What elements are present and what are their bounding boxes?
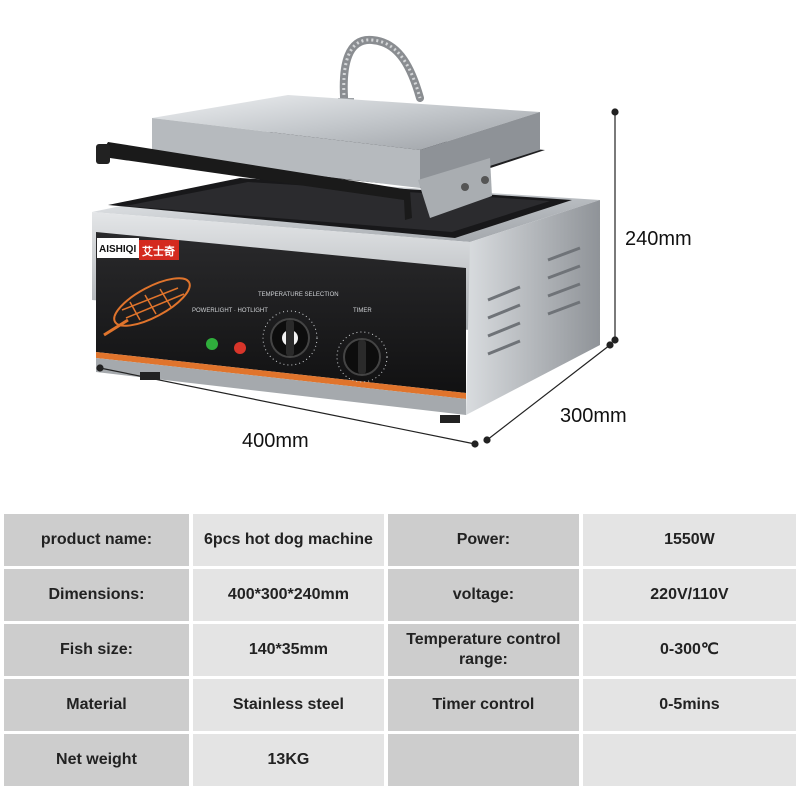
dimension-lines <box>96 108 619 448</box>
spec-value: 0-300℃ <box>582 624 796 676</box>
foot <box>140 372 160 380</box>
power-light-indicator <box>206 338 218 350</box>
table-row: Material Stainless steel Timer control 0… <box>4 679 796 731</box>
temperature-knob[interactable] <box>262 310 318 366</box>
dimension-height-label: 240mm <box>625 228 692 250</box>
spec-label-empty <box>387 734 579 786</box>
spec-label: Net weight <box>4 734 189 786</box>
heat-light-indicator <box>234 342 246 354</box>
spec-label: Power: <box>387 514 579 566</box>
table-row: Net weight 13KG <box>4 734 796 786</box>
spec-label: Temperature control range: <box>387 624 579 676</box>
accent-stripe <box>96 352 466 399</box>
side-vents <box>487 246 581 356</box>
hose <box>339 35 424 114</box>
dimension-depth-label: 300mm <box>560 405 627 427</box>
table-row: Fish size: 140*35mm Temperature control … <box>4 624 796 676</box>
power-light-label: POWERLIGHT · HOTLIGHT <box>192 308 268 314</box>
product-image-area: AISHIQI 艾士奇 POWERLIGHT · HOTLIGHT TEMPER… <box>92 35 692 452</box>
spec-label: Material <box>4 679 189 731</box>
spec-label: Timer control <box>387 679 579 731</box>
foot <box>440 415 460 423</box>
timer-knob[interactable] <box>336 331 388 383</box>
hot-dog-machine-illustration: AISHIQI 艾士奇 POWERLIGHT · HOTLIGHT TEMPER… <box>92 35 619 448</box>
spec-value-empty <box>582 734 796 786</box>
corn-dog-graphic <box>103 277 191 337</box>
timer-label: TIMER <box>353 308 372 314</box>
lid-top <box>152 95 540 150</box>
spec-value: 140*35mm <box>192 624 384 676</box>
temperature-selection-label: TEMPERATURE SELECTION <box>258 292 339 298</box>
spec-table: product name: 6pcs hot dog machine Power… <box>0 511 800 789</box>
spec-value: 0-5mins <box>582 679 796 731</box>
spec-label: Fish size: <box>4 624 189 676</box>
spec-value: 6pcs hot dog machine <box>192 514 384 566</box>
brand-name-en: AISHIQI <box>99 244 136 255</box>
brand-badge <box>97 238 139 258</box>
spec-label: voltage: <box>387 569 579 621</box>
spec-value: 400*300*240mm <box>192 569 384 621</box>
spec-value: 13KG <box>192 734 384 786</box>
table-row: product name: 6pcs hot dog machine Power… <box>4 514 796 566</box>
spec-label: product name: <box>4 514 189 566</box>
table-row: Dimensions: 400*300*240mm voltage: 220V/… <box>4 569 796 621</box>
dimension-width-label: 400mm <box>242 430 309 452</box>
brand-name-cn: 艾士奇 <box>142 244 175 258</box>
spec-value: Stainless steel <box>192 679 384 731</box>
lid-handle <box>100 142 412 220</box>
spec-value: 1550W <box>582 514 796 566</box>
spec-label: Dimensions: <box>4 569 189 621</box>
spec-value: 220V/110V <box>582 569 796 621</box>
